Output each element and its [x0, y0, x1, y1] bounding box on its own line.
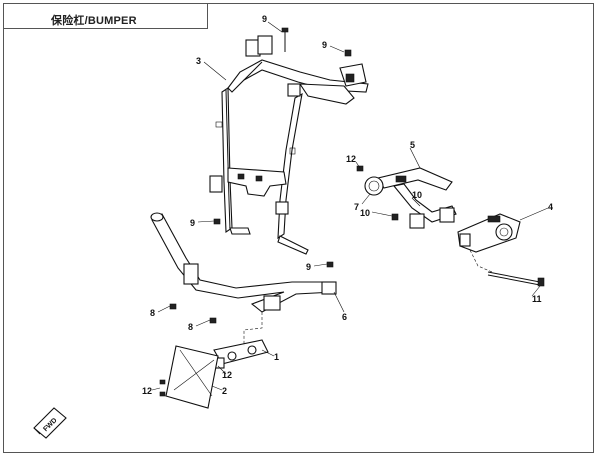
part-2-plate [165, 345, 219, 409]
callout-1: 1 [274, 352, 279, 362]
callout-6: 6 [342, 312, 347, 322]
callout-8-a: 8 [150, 308, 155, 318]
part-5-side-bracket [364, 167, 457, 229]
fasteners [159, 27, 399, 397]
callout-8-b: 8 [188, 322, 193, 332]
callout-9-top: 9 [262, 14, 267, 24]
callout-12-right: 12 [346, 154, 356, 164]
callout-11: 11 [532, 294, 542, 304]
callout-5: 5 [410, 140, 415, 150]
diagram-frame [3, 3, 594, 453]
title-box: 保险杠/BUMPER [3, 3, 208, 29]
leader-lines [151, 21, 549, 391]
callout-10-b: 10 [360, 208, 370, 218]
diagram-title: 保险杠/BUMPER [51, 15, 137, 27]
callout-2: 2 [222, 386, 227, 396]
callout-12-mid: 12 [222, 370, 232, 380]
callout-12-left: 12 [142, 386, 152, 396]
part-4-mount-bracket [457, 213, 521, 253]
forward-direction-badge: FWD [33, 407, 67, 439]
part-11-long-bolt [487, 271, 545, 287]
part-3-upright-frame [209, 35, 369, 255]
callout-labels: 9 9 3 5 12 7 10 10 4 9 9 11 8 6 8 1 12 1… [142, 14, 553, 396]
callout-7: 7 [354, 202, 359, 212]
callout-9-lower: 9 [306, 262, 311, 272]
callout-3: 3 [196, 56, 201, 66]
callout-9-upper-right: 9 [322, 40, 327, 50]
callout-9-left: 9 [190, 218, 195, 228]
callout-10-a: 10 [412, 190, 422, 200]
part-1-lower-bracket [213, 339, 269, 369]
callout-4: 4 [548, 202, 553, 212]
part-6-bumper-bar [150, 212, 337, 313]
